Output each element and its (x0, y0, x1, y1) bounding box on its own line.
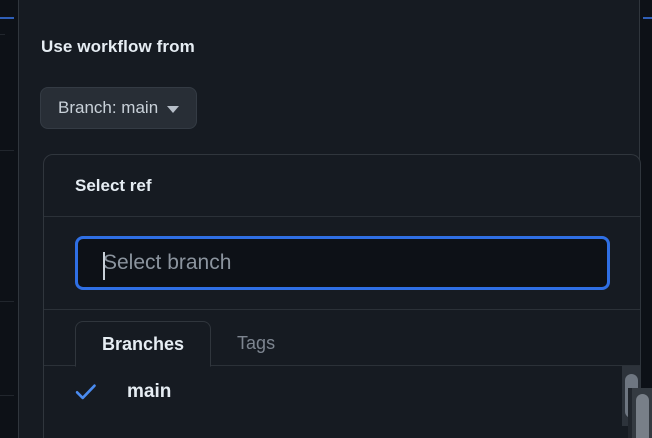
select-ref-search-wrap: Select branch (44, 217, 640, 310)
select-ref-title: Select ref (75, 175, 152, 195)
run-workflow-dialog: Use workflow from Branch: main Select re… (18, 0, 641, 438)
chevron-down-icon (167, 105, 180, 113)
branch-selector-label: Branch: main (58, 98, 159, 117)
list-item[interactable]: main (44, 366, 640, 418)
dialog-body: Use workflow from Branch: main Select re… (19, 0, 641, 438)
background-rule-blue-left (0, 17, 14, 19)
vertical-scrollbar-page[interactable] (632, 388, 652, 438)
branch-search-placeholder: Select branch (103, 251, 232, 274)
background-rule-left-1 (0, 150, 14, 151)
background-rule-left-3 (0, 395, 14, 396)
tab-tags-label: Tags (237, 332, 276, 353)
tab-branches[interactable]: Branches (75, 321, 212, 367)
select-ref-header: Select ref (44, 155, 640, 217)
scrollbar-rail (628, 388, 632, 438)
tab-branches-label: Branches (102, 333, 185, 354)
list-item-label: main (127, 381, 172, 402)
background-rule-left-2 (0, 301, 14, 302)
check-icon (75, 384, 96, 400)
text-caret (103, 252, 105, 280)
background-rule-left-4 (0, 34, 5, 35)
scrollbar-thumb-page[interactable] (636, 394, 649, 438)
branch-selector-button[interactable]: Branch: main (40, 87, 198, 129)
ref-type-tabs: Branches Tags (44, 310, 640, 367)
tabs-underline (44, 365, 640, 366)
tab-tags[interactable]: Tags (211, 320, 301, 366)
page-title: Use workflow from (41, 37, 195, 56)
branch-search-input[interactable]: Select branch (75, 236, 610, 290)
select-ref-panel: Select ref Select branch Branches Tags (43, 154, 641, 438)
background-rule-blue-right (643, 17, 652, 19)
branch-list: main (44, 366, 640, 426)
